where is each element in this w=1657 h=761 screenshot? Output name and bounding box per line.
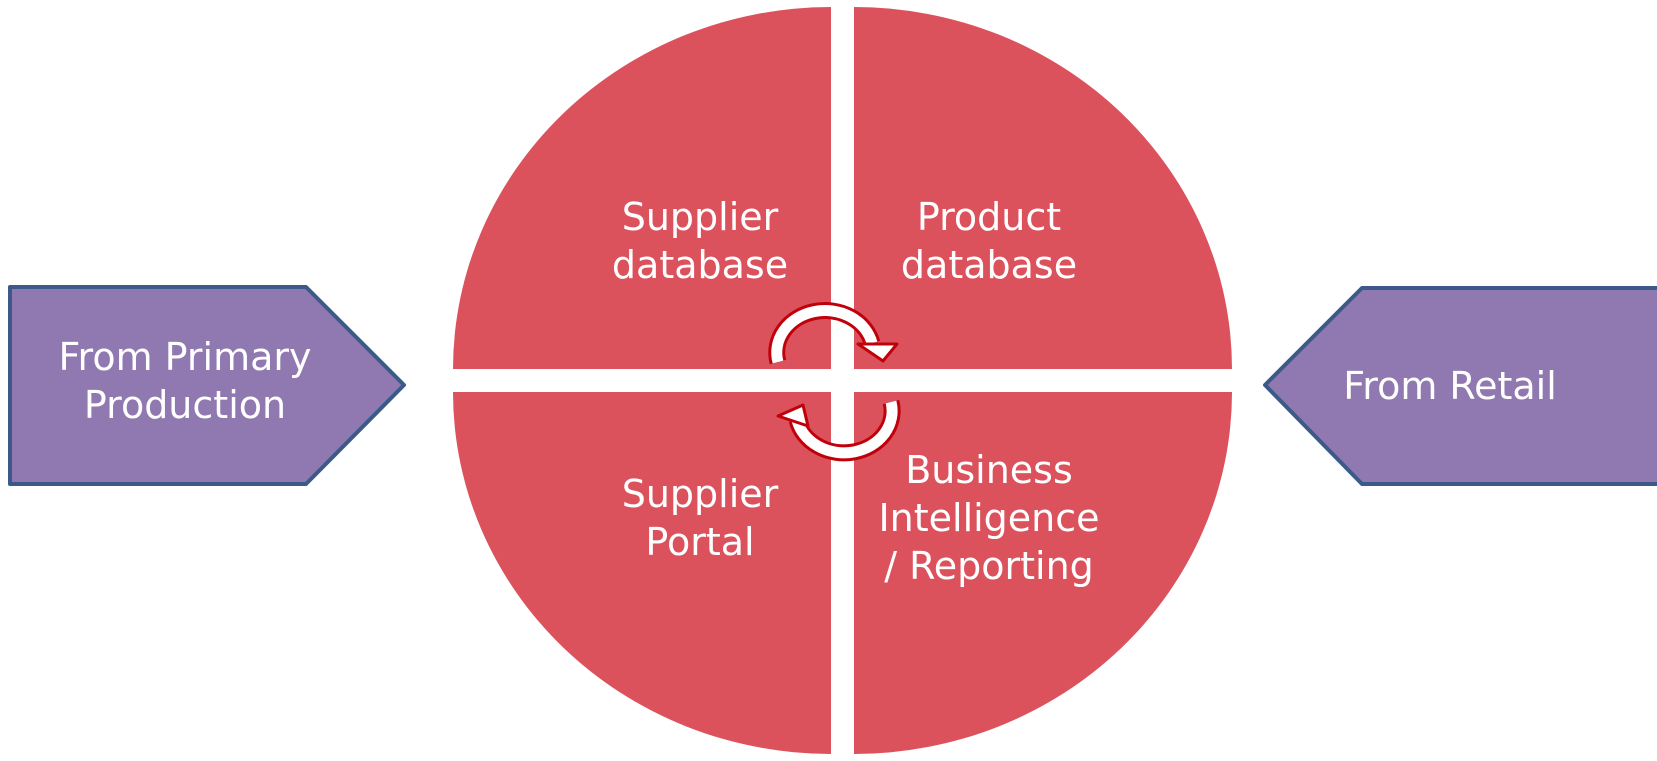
quadrant-top-right (854, 7, 1232, 369)
label-from-primary-production: From Primary Production (58, 335, 312, 427)
label-supplier-database: Supplier database (611, 195, 789, 287)
label-from-retail: From Retail (1343, 364, 1557, 408)
label-business-intelligence: Business Intelligence / Reporting (878, 448, 1100, 588)
cycle-arrow-bottom-icon (776, 399, 901, 462)
quadrant-top-left (453, 7, 831, 369)
quadrant-bottom-left (453, 392, 831, 754)
cycle-arrow-top-icon (768, 302, 899, 365)
quadrant-bottom-right (854, 392, 1232, 754)
right-input-arrow (1263, 286, 1657, 486)
left-input-arrow (8, 285, 406, 486)
label-product-database: Product database (900, 195, 1078, 287)
label-supplier-portal: Supplier Portal (621, 472, 779, 564)
